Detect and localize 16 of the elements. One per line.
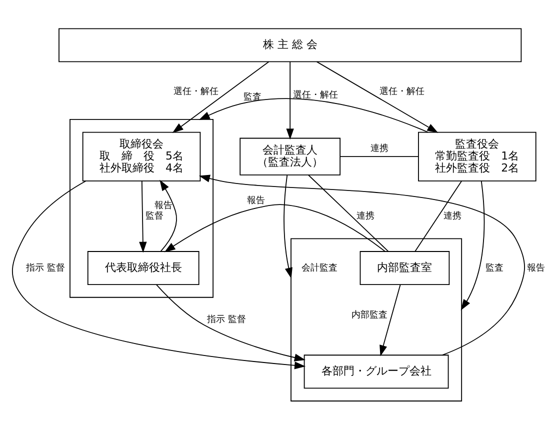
edge-label: 会計監査 [301,262,338,274]
edge-label: 監査 [486,262,504,274]
edge-label: 指示 監督 [206,314,246,326]
edge-label: 連携 [356,210,374,222]
edge-label: 指示 監督 [26,262,66,274]
edge-label: 監督 [145,210,164,222]
edge-label: 選任・解任 [173,86,218,98]
edge-label: 連携 [370,143,388,154]
edge-label: 監査 [243,91,262,102]
edge-label: 連携 [443,210,462,222]
edge-label: 選任・解任 [380,86,425,98]
edge-label: 報告 [246,194,265,206]
edge-label: 内部監査 [351,309,388,320]
edge-label: 選任・解任 [292,89,338,100]
edge-label: 報告 [526,262,545,274]
edge-label: 報告 [154,200,172,212]
